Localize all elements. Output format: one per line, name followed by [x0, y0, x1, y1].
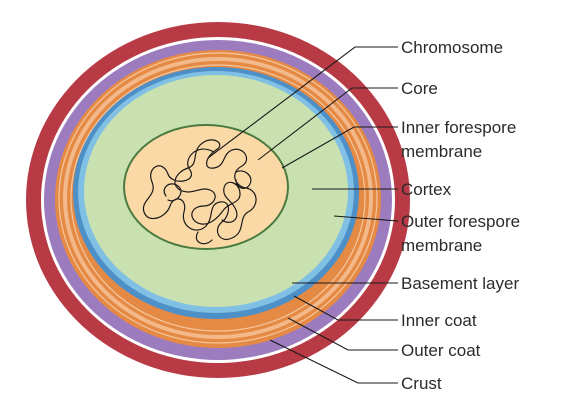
- label-outer-coat: Outer coat: [401, 341, 481, 360]
- label-inner-forespore-membrane: Inner forespore membrane: [401, 118, 516, 161]
- label-crust-line: Crust: [401, 374, 442, 393]
- label-chromosome: Chromosome: [401, 38, 503, 57]
- label-cortex: Cortex: [401, 180, 452, 199]
- label-crust: Crust: [401, 374, 442, 393]
- leader-core: [257, 87, 398, 161]
- leader-outer-forespore-membrane: [333, 215, 399, 222]
- leader-crust: [269, 339, 398, 384]
- label-outer-forespore-membrane-line: membrane: [401, 236, 482, 255]
- label-outer-forespore-membrane: Outer forespore membrane: [401, 212, 520, 255]
- label-core-line: Core: [401, 79, 438, 98]
- spore-layers: [26, 22, 410, 378]
- label-outer-coat-line: Outer coat: [401, 341, 481, 360]
- leader-inner-forespore-membrane: [281, 126, 398, 169]
- label-outer-forespore-membrane-line: Outer forespore: [401, 212, 520, 231]
- label-basement-layer-line: Basement layer: [401, 274, 519, 293]
- label-core: Core: [401, 79, 438, 98]
- leader-inner-coat: [293, 295, 398, 321]
- label-inner-coat: Inner coat: [401, 311, 477, 330]
- label-cortex-line: Cortex: [401, 180, 452, 199]
- chromosome-strand: [142, 139, 257, 245]
- leader-chromosome: [207, 46, 398, 159]
- label-inner-forespore-membrane-line: Inner forespore: [401, 118, 516, 137]
- label-chromosome-line: Chromosome: [401, 38, 503, 57]
- label-inner-forespore-membrane-line: membrane: [401, 142, 482, 161]
- chromosome-tangle: [142, 139, 257, 245]
- inner-coat-stripe: [58, 52, 378, 344]
- leader-outer-coat: [287, 317, 398, 351]
- layer-core: [125, 126, 287, 248]
- leader-lines: [207, 46, 399, 384]
- label-basement-layer: Basement layer: [401, 274, 519, 293]
- label-inner-coat-line: Inner coat: [401, 311, 477, 330]
- inner-coat-stripe: [70, 64, 366, 332]
